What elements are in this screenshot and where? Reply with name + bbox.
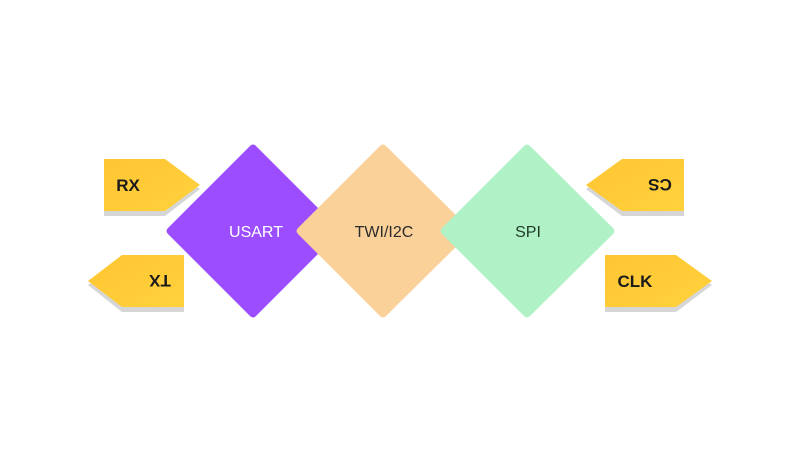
diamond-twi-shape [296, 144, 471, 318]
tag-clk: CLK [605, 255, 712, 312]
tag-rx-shape [104, 159, 200, 211]
tag-tx-shape [88, 255, 184, 307]
tag-clk-shape [605, 255, 712, 307]
tag-tx-label: TX [148, 271, 170, 290]
diamond-twi-label: TWI/I2C [355, 224, 414, 241]
diamond-usart-shape [166, 144, 340, 318]
tag-cs-label: CS [648, 175, 672, 194]
diamond-spi: SPI [440, 144, 615, 318]
diamond-spi-label: SPI [515, 224, 541, 241]
tag-clk-label: CLK [618, 272, 654, 291]
diamond-twi: TWI/I2C [296, 144, 471, 318]
tag-tx: TX [88, 255, 184, 312]
tag-cs-shape [586, 159, 684, 211]
diamond-usart: USART [166, 144, 340, 318]
tag-rx: RX [104, 159, 200, 216]
diamond-usart-label: USART [229, 224, 283, 241]
tag-rx-label: RX [116, 176, 140, 195]
diamond-spi-shape [440, 144, 615, 318]
tag-cs: CS [586, 159, 684, 216]
